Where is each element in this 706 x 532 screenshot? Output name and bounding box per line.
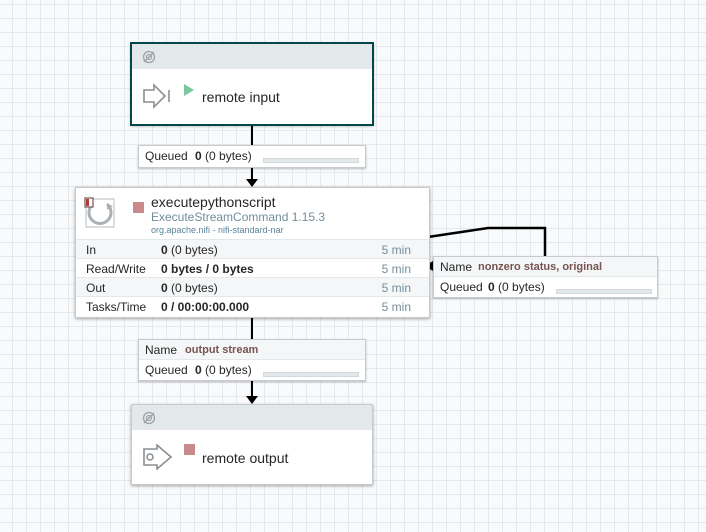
processor-name: executepythonscript <box>151 194 276 210</box>
queued-label: Queued <box>440 280 483 294</box>
stats-row-tasks-time: Tasks/Time 0 / 00:00:00.000 5 min <box>76 296 429 315</box>
processor-bundle: org.apache.nifi - nifi-standard-nar <box>151 225 284 235</box>
name-label: Name <box>145 343 178 357</box>
connection-name: output stream <box>185 344 259 356</box>
port-name: remote input <box>202 89 280 105</box>
port-header <box>132 44 372 69</box>
processor-stats: In 0 (0 bytes) 5 min Read/Write 0 bytes … <box>76 239 429 315</box>
running-state-icon <box>184 84 194 96</box>
connection-line-self-loop[interactable] <box>427 226 547 257</box>
transmission-disabled-icon <box>142 50 156 64</box>
processor-icon <box>84 197 115 228</box>
queue-progress-bar <box>263 372 359 377</box>
remote-input-port[interactable]: remote input <box>131 43 373 125</box>
connection-label-input[interactable]: Queued 0 (0 bytes) <box>138 145 366 168</box>
queue-progress-bar <box>556 289 652 294</box>
stopped-state-icon <box>184 444 195 455</box>
processor-type: ExecuteStreamCommand 1.15.3 <box>151 210 326 224</box>
queued-value: 0 (0 bytes) <box>195 149 252 163</box>
input-port-icon <box>143 83 170 109</box>
arrowhead <box>246 179 258 187</box>
output-port-icon <box>143 444 173 470</box>
stats-row-read-write: Read/Write 0 bytes / 0 bytes 5 min <box>76 258 429 277</box>
transmission-disabled-icon <box>142 411 156 425</box>
port-name: remote output <box>202 450 289 466</box>
stats-row-in: In 0 (0 bytes) 5 min <box>76 239 429 258</box>
arrowhead <box>246 396 258 404</box>
queued-value: 0 (0 bytes) <box>195 363 252 377</box>
connection-name: nonzero status, original <box>478 261 603 273</box>
remote-output-port[interactable]: remote output <box>131 404 373 485</box>
queued-label: Queued <box>145 363 188 377</box>
name-label: Name <box>440 260 473 274</box>
port-header <box>132 405 372 430</box>
queued-value: 0 (0 bytes) <box>488 280 545 294</box>
stopped-state-icon <box>133 202 144 213</box>
connection-label-output[interactable]: Name output stream Queued 0 (0 bytes) <box>138 339 366 381</box>
stats-row-out: Out 0 (0 bytes) 5 min <box>76 277 429 296</box>
processor-executepythonscript[interactable]: executepythonscript ExecuteStreamCommand… <box>75 187 430 318</box>
queued-label: Queued <box>145 149 188 163</box>
connection-label-self-loop[interactable]: Name nonzero status, original Queued 0 (… <box>433 256 658 298</box>
queue-progress-bar <box>263 158 359 163</box>
